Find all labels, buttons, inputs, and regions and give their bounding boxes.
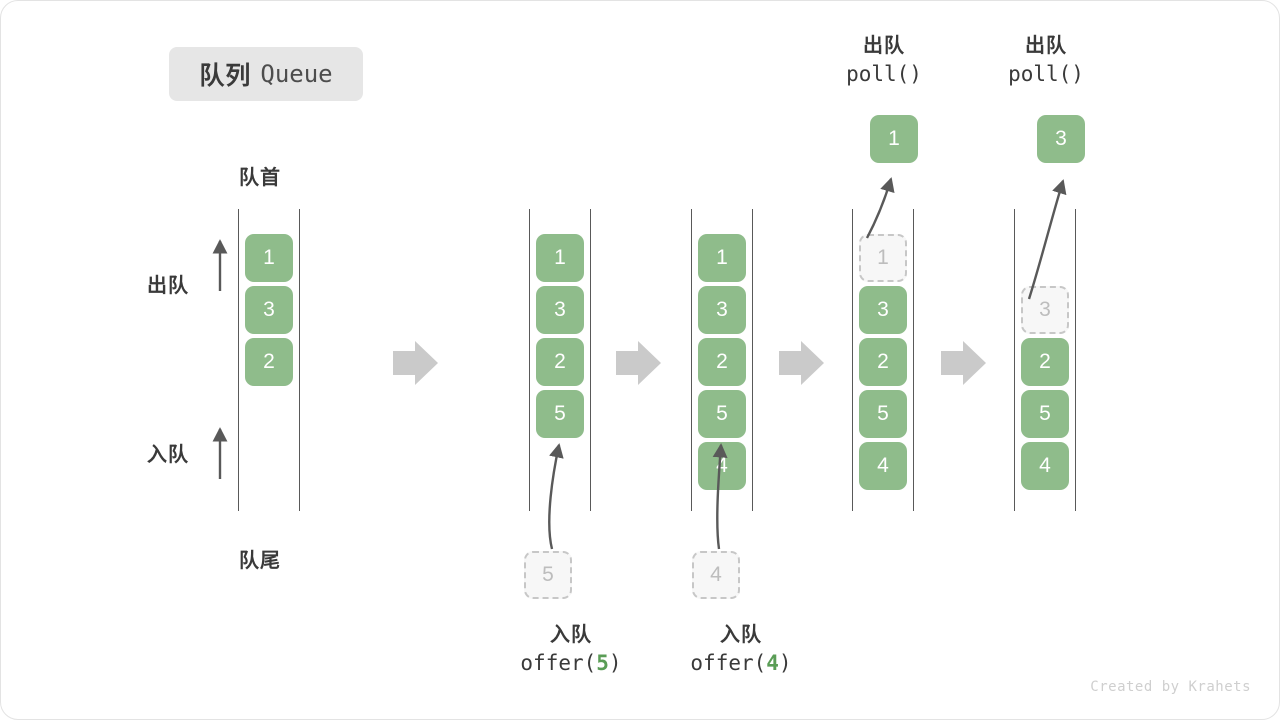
queue-rail-right	[299, 209, 300, 511]
popped-cell-1: 1	[870, 115, 918, 163]
op-label-offer-5-cn: 入队	[550, 624, 592, 646]
op-label-offer-4-code: offer(4)	[690, 651, 792, 676]
queue-cell: 2	[536, 338, 584, 386]
queue-cell: 3	[536, 286, 584, 334]
op-label-offer-5-arg: 5	[596, 651, 609, 676]
title-cn: 队列	[199, 62, 252, 90]
op-label-offer-4-cn: 入队	[720, 624, 762, 646]
queue-rail-left	[852, 209, 853, 511]
title-en: Queue	[260, 60, 333, 88]
dequeue-arrow-1	[865, 177, 895, 239]
queue-cell: 3	[859, 286, 907, 334]
queue-cell: 2	[698, 338, 746, 386]
queue-rail-right	[1075, 209, 1076, 511]
queue-cell: 5	[859, 390, 907, 438]
op-label-offer-4: 入队 offer(4)	[651, 621, 831, 679]
queue-cell: 5	[1021, 390, 1069, 438]
staged-cell-5: 5	[524, 551, 572, 599]
op-label-offer-5-code: offer(5)	[520, 651, 622, 676]
step-arrow-2	[616, 341, 661, 385]
op-label-poll-1-code: poll()	[846, 62, 922, 87]
queue-cell: 2	[859, 338, 907, 386]
op-label-poll-3-cn: 出队	[1025, 35, 1067, 57]
enqueue-arrow-5	[548, 443, 564, 550]
queue-rail-right	[913, 209, 914, 511]
title-badge: 队列 Queue	[169, 47, 363, 101]
queue-cell: 3	[698, 286, 746, 334]
queue-cell: 1	[536, 234, 584, 282]
popped-cell-3: 3	[1037, 115, 1085, 163]
queue-cell: 4	[1021, 442, 1069, 490]
step-arrow-3	[779, 341, 824, 385]
label-queue-tail: 队尾	[239, 550, 281, 572]
queue-cell: 2	[245, 338, 293, 386]
step-arrow-4	[941, 341, 986, 385]
dequeue-arrow-3	[1027, 179, 1067, 300]
queue-rail-left	[238, 209, 239, 511]
queue-cell: 2	[1021, 338, 1069, 386]
staged-cell-4: 4	[692, 551, 740, 599]
credit-text: Created by Krahets	[1090, 679, 1251, 695]
label-queue-head: 队首	[239, 167, 281, 189]
op-label-poll-1: 出队 poll()	[816, 32, 952, 90]
queue-rail-left	[1014, 209, 1015, 511]
op-label-poll-3: 出队 poll()	[978, 32, 1114, 90]
queue-cell: 4	[698, 442, 746, 490]
queue-cell: 5	[536, 390, 584, 438]
op-label-poll-1-cn: 出队	[863, 35, 905, 57]
queue-cell: 1	[245, 234, 293, 282]
queue-cell: 4	[859, 442, 907, 490]
label-enqueue-direction: 入队	[147, 444, 189, 466]
queue-cell-ghost: 3	[1021, 286, 1069, 334]
op-label-offer-4-arg: 4	[766, 651, 779, 676]
op-label-poll-3-code: poll()	[1008, 62, 1084, 87]
queue-cell: 5	[698, 390, 746, 438]
queue-cell: 1	[698, 234, 746, 282]
queue-cell-ghost: 1	[859, 234, 907, 282]
queue-rail-right	[752, 209, 753, 511]
queue-rail-right	[590, 209, 591, 511]
op-label-offer-5: 入队 offer(5)	[481, 621, 661, 679]
queue-cell: 3	[245, 286, 293, 334]
queue-rail-left	[529, 209, 530, 511]
label-dequeue-direction: 出队	[147, 275, 189, 297]
step-arrow-1	[393, 341, 438, 385]
queue-rail-left	[691, 209, 692, 511]
